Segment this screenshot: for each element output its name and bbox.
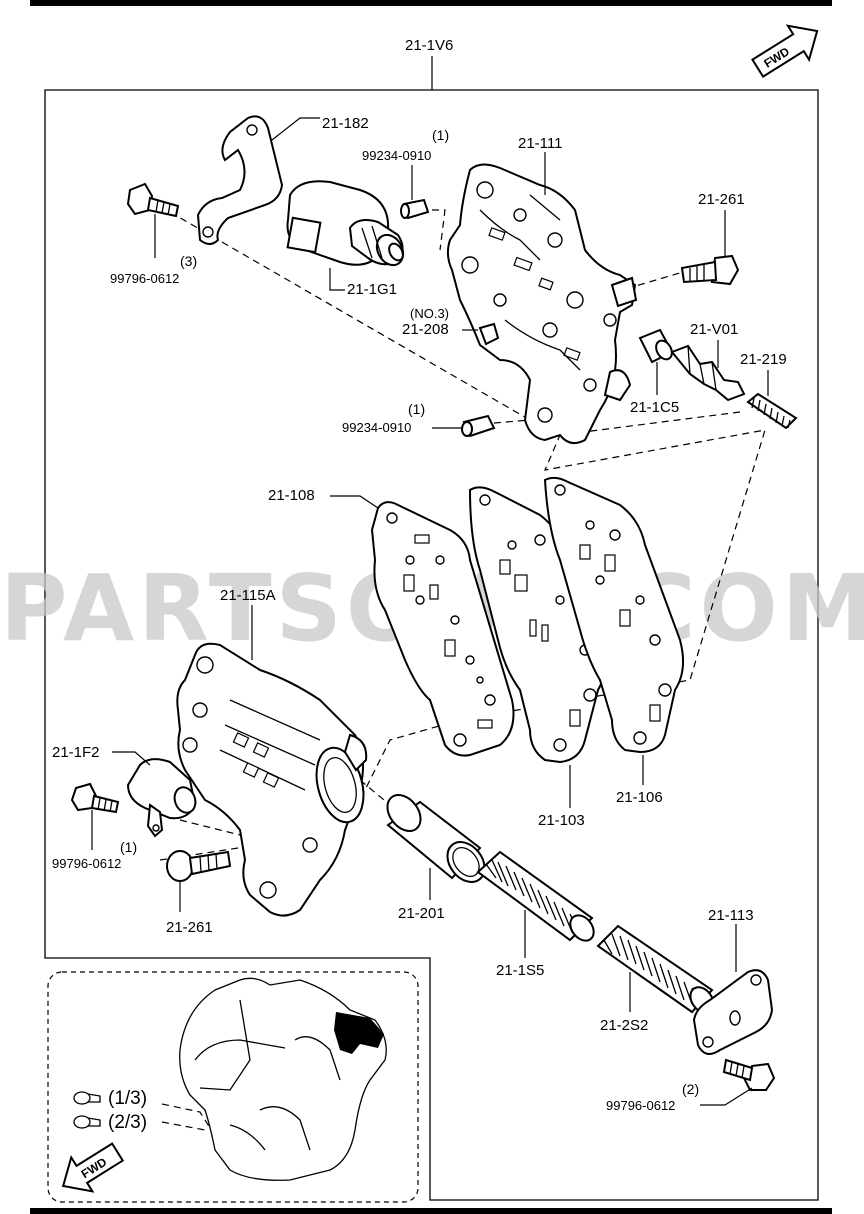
spring-21-219	[746, 392, 798, 430]
bolt-icon-21-261-top	[680, 254, 740, 286]
solenoid-21-1G1	[286, 180, 405, 267]
assembly-frame	[44, 89, 819, 1201]
fastener-icon-2-3	[73, 1115, 101, 1129]
label-21-1S5[interactable]: 21-1S5	[496, 962, 544, 979]
sleeve-21-1C5	[638, 328, 674, 364]
bolt-icon-bottom-right	[722, 1058, 776, 1091]
separator-plate-21-108	[370, 501, 515, 757]
fwd-arrow-icon-inset: FWD	[61, 1142, 125, 1193]
label-21-1F2[interactable]: 21-1F2	[52, 744, 100, 761]
valve-21-V01	[670, 344, 746, 402]
fastener-icon-1-3	[73, 1091, 101, 1105]
transmission-outline	[179, 977, 387, 1181]
pin-qty-mid[interactable]: (1)	[408, 401, 425, 417]
plug-icon-21-208	[478, 322, 500, 346]
label-21-2S2[interactable]: 21-2S2	[600, 1017, 648, 1034]
note-21-208[interactable]: (NO.3)	[410, 306, 449, 321]
label-21-208[interactable]: 21-208	[402, 321, 449, 338]
label-21-1G1[interactable]: 21-1G1	[347, 281, 397, 298]
label-21-1C5[interactable]: 21-1C5	[630, 399, 679, 416]
bolt-qty-top-left[interactable]: (3)	[180, 253, 197, 269]
bolt-icon-left	[70, 782, 120, 814]
bolt-code-left[interactable]: 99796-0612	[52, 856, 121, 871]
bolt-icon-21-261-bottom	[166, 850, 232, 882]
bolt-code-bottom-right[interactable]: 99796-0612	[606, 1098, 675, 1113]
gasket-21-182	[196, 115, 284, 245]
label-21-261-top[interactable]: 21-261	[698, 191, 745, 208]
separator-plate-21-103	[468, 486, 606, 764]
legend-2-3[interactable]: (2/3)	[108, 1112, 147, 1133]
bolt-qty-bottom-right[interactable]: (2)	[682, 1081, 699, 1097]
label-21-108[interactable]: 21-108	[268, 487, 315, 504]
inset-frame	[47, 971, 419, 1203]
label-21-V01[interactable]: 21-V01	[690, 321, 738, 338]
label-21-115A[interactable]: 21-115A	[220, 587, 276, 604]
valve-body-21-111	[446, 163, 638, 445]
bolt-qty-left[interactable]: (1)	[120, 839, 137, 855]
top-rule	[30, 0, 832, 6]
pin-icon-mid	[461, 414, 496, 438]
sensor-21-1F2	[126, 758, 197, 838]
pin-code-top[interactable]: 99234-0910	[362, 148, 431, 163]
pin-icon-top	[400, 198, 430, 220]
label-21-201[interactable]: 21-201	[398, 905, 445, 922]
sleeve-21-201	[386, 794, 486, 883]
assembly-code-label[interactable]: 21-1V6	[405, 37, 453, 54]
bolt-code-top-left[interactable]: 99796-0612	[110, 271, 179, 286]
label-21-106[interactable]: 21-106	[616, 789, 663, 806]
label-21-261-bottom[interactable]: 21-261	[166, 919, 213, 936]
label-21-113[interactable]: 21-113	[708, 907, 754, 924]
bolt-icon-top-left	[126, 182, 180, 218]
bottom-rule	[30, 1208, 832, 1214]
fwd-arrow-icon: FWD	[751, 24, 819, 78]
label-21-103[interactable]: 21-103	[538, 812, 585, 829]
legend-1-3[interactable]: (1/3)	[108, 1088, 147, 1109]
valve-housing-21-115A	[176, 642, 368, 917]
separator-plate-21-106	[543, 476, 685, 754]
label-21-182[interactable]: 21-182	[322, 115, 369, 132]
spring-21-1S5	[476, 850, 595, 942]
pin-qty-top[interactable]: (1)	[432, 127, 449, 143]
pin-code-mid[interactable]: 99234-0910	[342, 420, 411, 435]
spring-21-2S2	[596, 924, 715, 1014]
label-21-111[interactable]: 21-111	[518, 135, 562, 152]
cover-plate-21-113	[692, 969, 774, 1055]
valve-body-location-highlight	[334, 1012, 384, 1054]
label-21-219[interactable]: 21-219	[740, 351, 787, 368]
